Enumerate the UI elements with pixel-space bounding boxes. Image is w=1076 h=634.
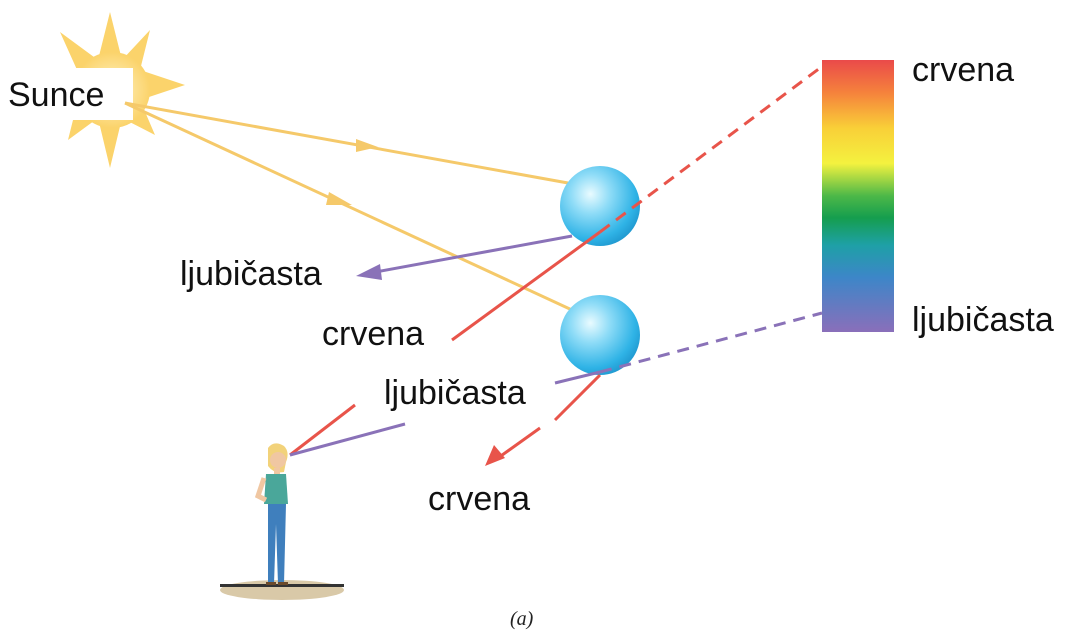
label-mask: [378, 372, 548, 416]
violet-ray-left: [369, 234, 573, 275]
sun-label-box: [3, 68, 133, 120]
red-ray-down: [497, 426, 541, 460]
violet-ray-solid: [554, 370, 601, 385]
violet-left-label: ljubičasta: [180, 255, 322, 293]
sun-label: Sunce: [8, 76, 104, 114]
red-ray-solid: [289, 403, 356, 457]
water-droplet-icon: [560, 295, 640, 375]
red-bottom-label: crvena: [428, 480, 530, 518]
red-ray-down: [553, 373, 602, 422]
violet-mid-label: ljubičasta: [384, 374, 526, 412]
red-arrowhead: [485, 445, 505, 466]
spectrum-top-label: crvena: [912, 51, 1014, 89]
violet-arrowhead: [356, 264, 382, 280]
figure-caption: (a): [510, 608, 534, 630]
red-ray-dashed: [599, 66, 821, 234]
violet-ray-solid: [289, 422, 406, 457]
red-ray-solid: [451, 230, 601, 342]
spectrum-bottom-label: ljubičasta: [912, 301, 1054, 339]
ray-arrowheads: [326, 139, 378, 205]
violet-ray-dashed: [599, 311, 823, 374]
observer-figure-icon: [220, 443, 344, 600]
spectrum-bar: [822, 60, 894, 332]
red-mid-label: crvena: [322, 315, 424, 353]
sunlight-rays: [124, 101, 573, 312]
label-mask: [316, 314, 446, 354]
water-droplet-icon: [560, 166, 640, 246]
